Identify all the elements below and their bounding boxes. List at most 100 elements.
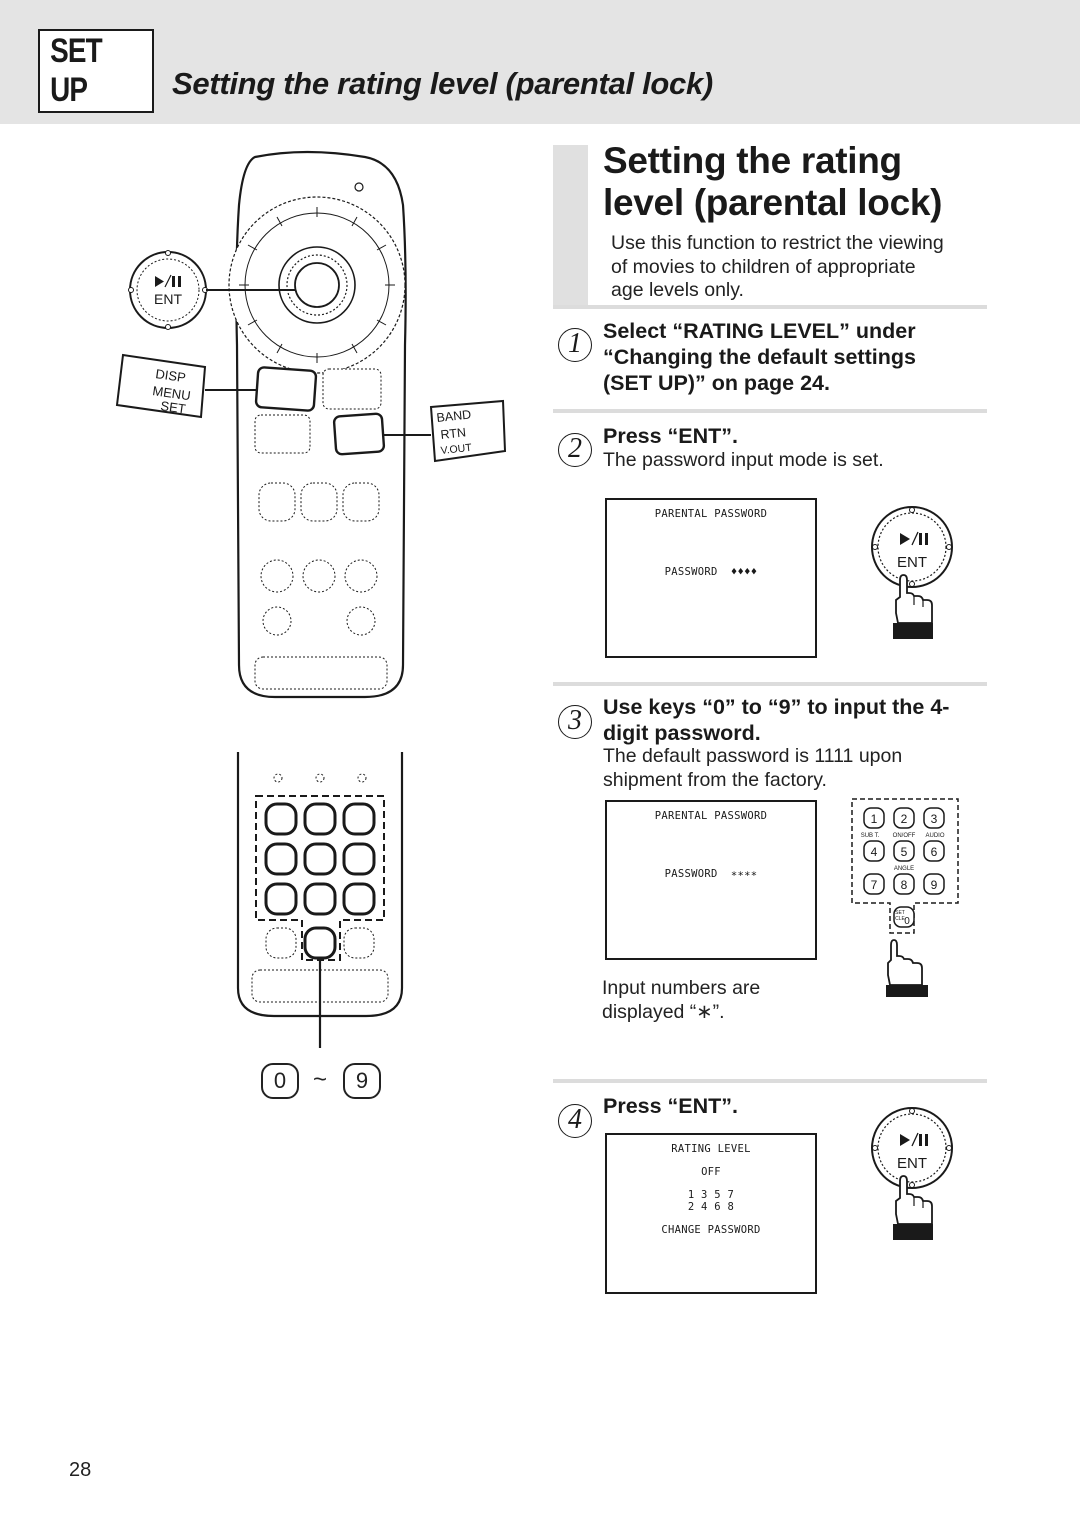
key-8 xyxy=(893,873,915,895)
page-header-title: Setting the rating level (parental lock) xyxy=(172,66,713,101)
step-title-line: Select “RATING LEVEL” under xyxy=(603,319,916,343)
note-line: displayed “∗”. xyxy=(602,1000,725,1023)
screen-levels-row: 2 4 6 8 xyxy=(687,1201,735,1213)
step-number: 2 xyxy=(558,433,592,467)
key-label: 7 xyxy=(871,878,878,892)
section-title-line: Setting the rating xyxy=(603,140,902,181)
key-9-indicator: 9 xyxy=(343,1063,381,1099)
key-label: 9 xyxy=(931,878,938,892)
header-band xyxy=(0,0,1080,124)
page-number: 28 xyxy=(69,1459,92,1481)
screen-heading: PARENTAL PASSWORD xyxy=(654,508,768,520)
step-title-line: “Changing the default settings xyxy=(603,345,916,369)
note-line: Input numbers are xyxy=(602,977,761,999)
step-number: 4 xyxy=(558,1104,592,1138)
screen-heading: RATING LEVEL xyxy=(671,1143,751,1155)
body-line: shipment from the factory. xyxy=(603,768,827,791)
setup-badge-label: SET UP xyxy=(50,32,103,109)
section-title: Setting the rating level (parental lock) xyxy=(603,140,983,224)
setup-badge: SET UP xyxy=(38,29,154,113)
play-pause-icon xyxy=(900,1132,928,1147)
key-9 xyxy=(923,873,945,895)
step-3-title: Use keys “0” to “9” to input the 4- digi… xyxy=(603,694,983,746)
step-number: 1 xyxy=(558,328,592,362)
play-pause-icon xyxy=(155,274,181,288)
intro-text: Use this function to restrict the viewin… xyxy=(611,232,981,303)
ent-label: ENT xyxy=(897,1155,927,1172)
keypad-press-illustration: 1 2 3 SUB T. ON/OFF AUDIO 4 5 6 ANGLE 7 … xyxy=(851,798,959,997)
pointing-hand-icon xyxy=(893,574,933,639)
step-title-line: (SET UP)” on page 24. xyxy=(603,371,830,395)
key-label: 8 xyxy=(901,878,908,892)
key-sublabel: SUB T. xyxy=(861,833,880,839)
key-5 xyxy=(893,840,915,862)
step-2-body: The password input mode is set. xyxy=(603,449,884,471)
disp-label: DISP xyxy=(155,366,187,385)
body-line: The default password is 1111 upon xyxy=(603,745,903,767)
osd-screen-rating-level: RATING LEVEL OFF 1 3 5 7 2 4 6 8 CHANGE … xyxy=(605,1133,817,1294)
key-4 xyxy=(863,840,885,862)
step-divider xyxy=(553,409,987,413)
intro-line: Use this function to restrict the viewin… xyxy=(611,232,944,254)
pointing-hand-icon xyxy=(886,939,928,997)
key-2 xyxy=(893,807,915,829)
ent-label: ENT xyxy=(154,291,182,307)
play-pause-icon xyxy=(900,531,928,546)
intro-line: of movies to children of appropriate xyxy=(611,255,916,278)
disp-menu-set-callout: DISP MENU SET xyxy=(115,353,207,419)
step-divider xyxy=(553,1079,987,1083)
ent-press-illustration: ENT xyxy=(871,506,953,639)
key-0-indicator: 0 xyxy=(261,1063,299,1099)
band-rtn-vout-callout: BAND RTN V.OUT xyxy=(429,399,507,463)
step-number: 3 xyxy=(558,705,592,739)
key-label: 1 xyxy=(871,812,878,826)
intro-divider xyxy=(553,305,987,309)
key-label: 4 xyxy=(871,845,878,859)
key-7 xyxy=(863,873,885,895)
key-label: 0 xyxy=(904,916,910,927)
key-sublabel: ON/OFF xyxy=(893,833,916,839)
key-label: 2 xyxy=(901,812,908,826)
key-sublabel: AUDIO xyxy=(925,833,944,839)
vout-label: V.OUT xyxy=(440,442,473,457)
screen-levels-row: 1 3 5 7 xyxy=(687,1189,735,1201)
step-3-note: Input numbers are displayed “∗”. xyxy=(602,977,760,1024)
step-title-line: Use keys “0” to “9” to input the 4- xyxy=(603,695,950,719)
key-6 xyxy=(923,840,945,862)
key-label: 6 xyxy=(931,845,938,859)
step-divider xyxy=(553,682,987,686)
jog-dial xyxy=(228,196,406,374)
key-3 xyxy=(923,807,945,829)
key-0 xyxy=(893,906,915,928)
section-title-line: level (parental lock) xyxy=(603,182,943,223)
screen-heading: PARENTAL PASSWORD xyxy=(654,810,768,822)
osd-screen-password-entered: PARENTAL PASSWORD PASSWORD ∗∗∗∗ xyxy=(605,800,817,960)
intro-accent-bar xyxy=(553,145,588,307)
step-title-line: digit password. xyxy=(603,721,761,745)
step-1-title: Select “RATING LEVEL” under “Changing th… xyxy=(603,318,983,396)
ent-press-illustration: ENT xyxy=(871,1107,953,1240)
rtn-label: RTN xyxy=(440,425,467,442)
key-1 xyxy=(863,807,885,829)
set-label: SET xyxy=(160,398,187,416)
step-3-body: The default password is 1111 upon shipme… xyxy=(603,745,902,792)
remote-control-keypad-illustration xyxy=(236,752,404,1048)
intro-line: age levels only. xyxy=(611,279,744,301)
screen-change-password: CHANGE PASSWORD xyxy=(661,1224,761,1236)
osd-screen-password-empty: PARENTAL PASSWORD PASSWORD ♦♦♦♦ xyxy=(605,498,817,658)
ent-button-callout: ENT xyxy=(128,250,208,330)
screen-password-field: PASSWORD ♦♦♦♦ xyxy=(664,566,758,578)
step-2-title: Press “ENT”. xyxy=(603,424,739,448)
key-label: 3 xyxy=(931,812,938,826)
key-label: 5 xyxy=(901,845,908,859)
ent-label: ENT xyxy=(897,554,927,571)
pointing-hand-icon xyxy=(893,1175,933,1240)
key-sublabel: ANGLE xyxy=(894,866,914,872)
menu-label: MENU xyxy=(152,383,192,403)
screen-password-field: PASSWORD ∗∗∗∗ xyxy=(664,868,758,880)
step-4-title: Press “ENT”. xyxy=(603,1094,739,1118)
range-separator: ~ xyxy=(313,1066,328,1093)
remote-control-top-illustration: ENT DISP MENU SET BAND RTN V.OUT xyxy=(115,150,507,699)
band-label: BAND xyxy=(436,407,472,425)
key-sublabel: SET xyxy=(895,910,905,916)
